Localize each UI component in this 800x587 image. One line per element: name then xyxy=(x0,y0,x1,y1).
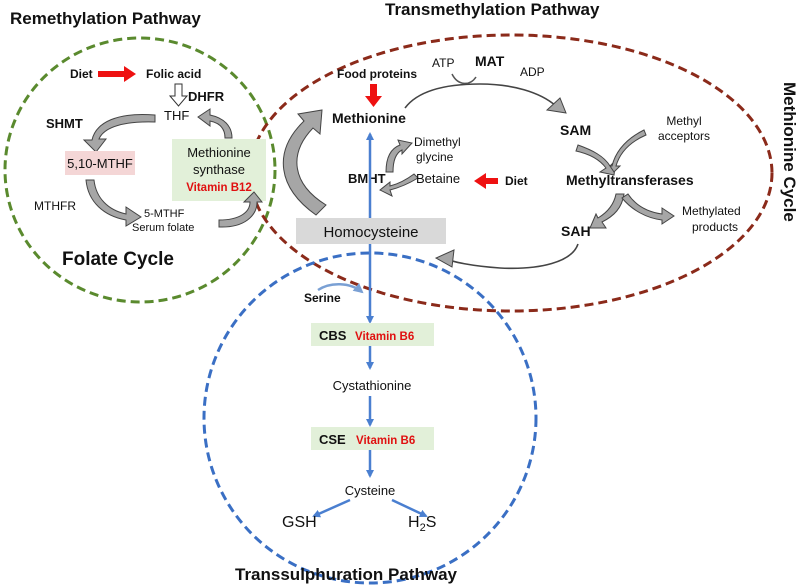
cse-label: CSE xyxy=(319,432,346,447)
cbs-vitamin-b6-label: Vitamin B6 xyxy=(355,331,414,343)
methionine-synthase-box xyxy=(172,139,266,201)
methylated-products-line2: products xyxy=(692,220,738,234)
cysteine-label: Cysteine xyxy=(345,483,396,498)
food-proteins-red-arrow xyxy=(365,84,382,107)
dimethyl-glycine-line1: Dimethyl xyxy=(414,135,461,149)
methylated-products-line1: Methylated xyxy=(682,204,741,218)
bmht-to-dimethylglycine-arrow xyxy=(385,139,413,173)
methionine-cycle-circle xyxy=(248,33,774,313)
shmt-label: SHMT xyxy=(46,116,83,131)
bmht-label: BMHT xyxy=(348,171,386,186)
methionine-synthase-line2: synthase xyxy=(193,162,245,177)
folate-cycle-circle xyxy=(3,36,277,304)
mthf-to-synthase-arrow xyxy=(218,191,264,228)
sah-to-homocysteine-head xyxy=(434,249,455,268)
acceptors-to-methyltransferase-arrow xyxy=(609,129,647,173)
sah-label: SAH xyxy=(561,223,591,239)
thf-label: THF xyxy=(164,108,189,123)
mat-arrow xyxy=(404,83,557,109)
homocysteine-box xyxy=(296,218,446,244)
diet-red-arrow xyxy=(98,66,136,82)
betaine-diet-label: Diet xyxy=(505,174,528,188)
methyltransferases-label: Methyltransferases xyxy=(566,172,694,188)
folic-acid-label: Folic acid xyxy=(146,67,201,81)
cse-box xyxy=(311,427,434,450)
mthf-5-label: 5-MTHF xyxy=(144,208,185,220)
sah-to-homocysteine-arrow xyxy=(443,243,579,270)
atp-adp-curl xyxy=(451,73,477,85)
mthf-510-label: 5,10-MTHF xyxy=(67,156,133,171)
cysteine-to-h2s-line xyxy=(391,498,428,518)
shmt-arrow xyxy=(82,113,156,153)
h2s-s: S xyxy=(426,514,437,531)
mat-label: MAT xyxy=(475,53,505,69)
methyl-acceptors-line1: Methyl xyxy=(666,114,701,128)
serine-arrow xyxy=(317,283,364,294)
vitamin-b12-label: Vitamin B12 xyxy=(186,182,252,194)
food-proteins-label: Food proteins xyxy=(337,67,417,81)
adp-label: ADP xyxy=(520,65,545,79)
cbs-box xyxy=(311,323,434,346)
sam-to-methyltransferase-arrow xyxy=(575,144,617,176)
methyl-acceptors-line2: acceptors xyxy=(658,129,710,143)
gsh-label: GSH xyxy=(282,514,317,531)
homocysteine-to-methionine-arrow xyxy=(282,109,327,216)
betaine-label: Betaine xyxy=(416,171,460,186)
homocysteine-label: Homocysteine xyxy=(323,224,418,241)
mthfr-label: MTHFR xyxy=(34,199,76,213)
mthfr-arrow xyxy=(85,179,142,227)
betaine-diet-red-arrow xyxy=(474,173,498,189)
transsulphuration-circle xyxy=(202,251,538,585)
transmethylation-title: Transmethylation Pathway xyxy=(385,0,600,19)
folate-cycle-title: Folate Cycle xyxy=(62,249,174,270)
folic-to-thf-arrow xyxy=(168,83,189,107)
methionine-synthase-line1: Methionine xyxy=(187,145,251,160)
sam-label: SAM xyxy=(560,122,591,138)
methyltransferase-to-products-arrow xyxy=(621,193,675,225)
cbs-label: CBS xyxy=(319,328,347,343)
mat-arrow-head xyxy=(545,97,567,114)
serum-folate-label: Serum folate xyxy=(132,222,194,234)
folate-diet-label: Diet xyxy=(70,67,93,81)
h2s-h: H xyxy=(408,514,420,531)
h2s-subscript: 2 xyxy=(420,522,426,534)
methyltransferase-to-sah-arrow xyxy=(589,193,625,229)
betaine-to-bmht-arrow xyxy=(379,173,419,197)
transsulphuration-title: Transsulphuration Pathway xyxy=(235,565,458,584)
dimethyl-glycine-line2: glycine xyxy=(416,150,454,164)
methionine-label: Methionine xyxy=(332,110,406,126)
synthase-to-thf-arrow xyxy=(197,108,233,139)
serine-label: Serine xyxy=(304,291,341,305)
cysteine-to-gsh-line xyxy=(312,498,351,518)
methionine-cycle-title: Methionine Cycle xyxy=(780,82,799,222)
h2s-label: H2S xyxy=(408,514,436,534)
cse-vitamin-b6-label: Vitamin B6 xyxy=(356,435,415,447)
remethylation-title: Remethylation Pathway xyxy=(10,9,201,28)
dhfr-label: DHFR xyxy=(188,89,225,104)
mthf-510-box xyxy=(65,151,135,175)
atp-label: ATP xyxy=(432,56,454,70)
cystathionine-label: Cystathionine xyxy=(333,378,412,393)
